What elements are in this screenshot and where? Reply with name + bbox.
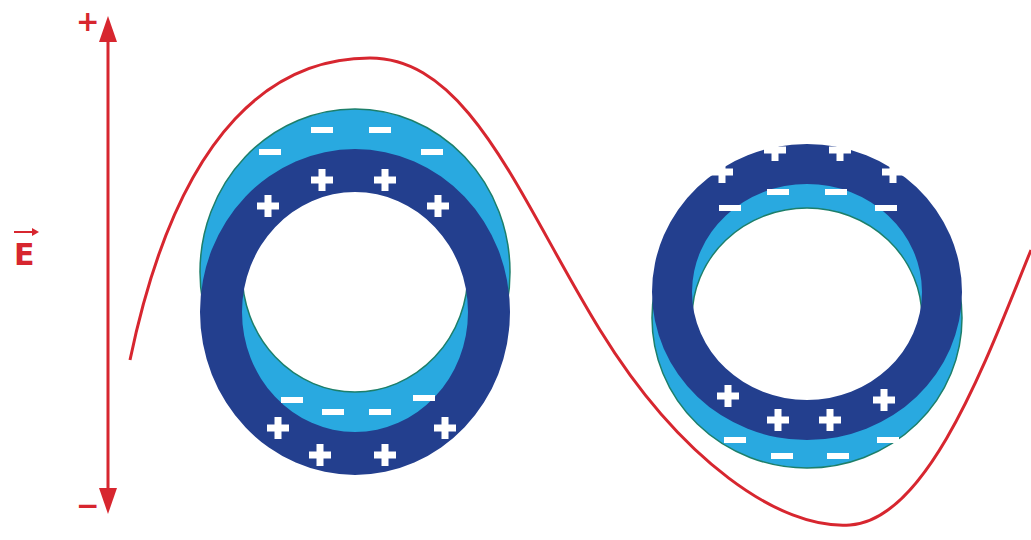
nucleus-ring [652, 144, 962, 440]
arrow-head [99, 16, 117, 42]
field-wave [130, 58, 1031, 525]
polarity-sign: + [76, 8, 99, 36]
field-symbol: E [14, 240, 35, 270]
nucleus-ring [200, 149, 510, 475]
vector-arrow [14, 231, 34, 233]
arrow-head [99, 488, 117, 514]
vector-arrow [32, 228, 39, 236]
field-axis [107, 38, 110, 492]
charges [257, 127, 456, 466]
charges [711, 139, 904, 459]
polarity-sign: − [76, 492, 99, 520]
